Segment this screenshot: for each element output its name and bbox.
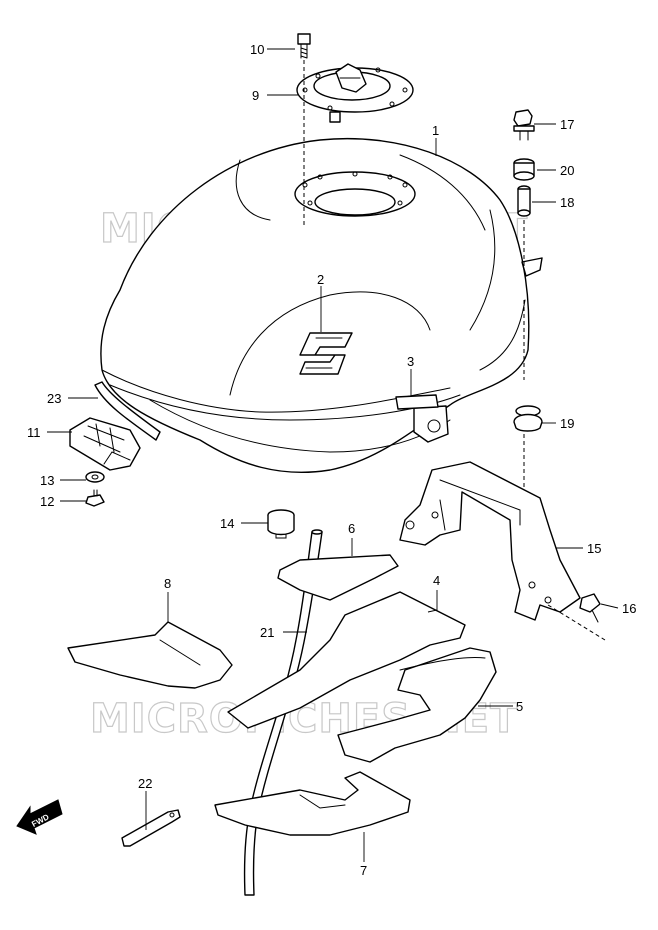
fuel-tank	[100, 137, 543, 473]
fuel-cap	[296, 63, 414, 123]
collar	[517, 185, 531, 217]
callout-10: 10	[250, 42, 264, 57]
callout-13: 13	[40, 473, 54, 488]
rear-cushion	[513, 405, 543, 432]
callout-22: 22	[138, 776, 152, 791]
cushion-front	[267, 509, 295, 539]
callout-14: 14	[220, 516, 234, 531]
tank-bracket	[399, 461, 606, 641]
callout-6: 6	[348, 521, 355, 536]
insulator-4	[227, 591, 466, 729]
callout-23: 23	[47, 391, 61, 406]
callout-8: 8	[164, 576, 171, 591]
front-bolt	[85, 489, 105, 507]
callout-12: 12	[40, 494, 54, 509]
callout-7: 7	[360, 863, 367, 878]
callout-21: 21	[260, 625, 274, 640]
insulator-6	[277, 554, 399, 601]
drain-hose-end	[311, 529, 323, 535]
spacer	[513, 158, 535, 181]
caution-label	[395, 394, 439, 410]
callout-17: 17	[560, 117, 574, 132]
callout-2: 2	[317, 272, 324, 287]
callout-16: 16	[622, 601, 636, 616]
tank-band	[94, 381, 161, 441]
tank-emblem	[299, 332, 353, 375]
callout-18: 18	[560, 195, 574, 210]
hose-clamp	[121, 809, 181, 847]
callout-9: 9	[252, 88, 259, 103]
callout-11: 11	[27, 425, 41, 440]
front-mount-rubber	[69, 417, 141, 471]
callout-4: 4	[433, 573, 440, 588]
callout-3: 3	[407, 354, 414, 369]
insulator-8	[67, 621, 233, 689]
forward-direction-arrow: FWD	[16, 799, 63, 835]
callout-20: 20	[560, 163, 574, 178]
callout-5: 5	[516, 699, 523, 714]
insulator-5	[337, 647, 497, 763]
callout-1: 1	[432, 123, 439, 138]
callout-15: 15	[587, 541, 601, 556]
bracket-bolt	[579, 593, 601, 623]
mount-bolt	[513, 109, 535, 141]
callout-19: 19	[560, 416, 574, 431]
cap-bolt	[297, 33, 311, 59]
washer	[85, 471, 105, 483]
leader-lines	[47, 48, 619, 862]
